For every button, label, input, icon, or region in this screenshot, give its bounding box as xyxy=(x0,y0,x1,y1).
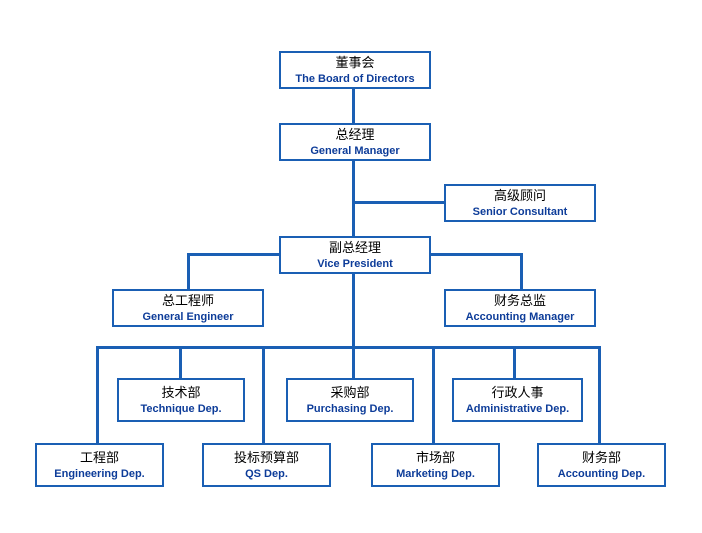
node-vice-president-en: Vice President xyxy=(317,257,393,270)
node-board: 董事会 The Board of Directors xyxy=(279,51,431,89)
connector-board-gm xyxy=(352,88,355,124)
node-marketing: 市场部 Marketing Dep. xyxy=(371,443,500,487)
node-marketing-en: Marketing Dep. xyxy=(396,467,475,480)
node-engineering: 工程部 Engineering Dep. xyxy=(35,443,164,487)
node-technique-zh: 技术部 xyxy=(161,385,201,401)
node-senior-consultant-en: Senior Consultant xyxy=(472,205,568,218)
connector-general-engineer xyxy=(187,253,190,290)
node-administrative: 行政人事 Administrative Dep. xyxy=(452,378,583,422)
node-accounting-manager-en: Accounting Manager xyxy=(465,310,575,323)
node-general-engineer: 总工程师 General Engineer xyxy=(112,289,264,327)
connector-vp-departments xyxy=(352,273,355,379)
node-technique: 技术部 Technique Dep. xyxy=(117,378,245,422)
node-engineering-zh: 工程部 xyxy=(79,450,119,466)
connector-marketing xyxy=(432,346,435,444)
connector-technique xyxy=(179,346,182,379)
connector-departments-bus xyxy=(96,346,601,349)
node-vice-president: 副总经理 Vice President xyxy=(279,236,431,274)
node-vice-president-zh: 副总经理 xyxy=(328,240,381,256)
node-administrative-en: Administrative Dep. xyxy=(465,402,570,415)
node-accounting: 财务部 Accounting Dep. xyxy=(537,443,666,487)
node-marketing-zh: 市场部 xyxy=(415,450,455,466)
connector-administrative xyxy=(513,346,516,379)
node-qs-zh: 投标预算部 xyxy=(233,450,299,466)
node-general-engineer-zh: 总工程师 xyxy=(161,293,214,309)
connector-qs xyxy=(262,346,265,444)
node-accounting-zh: 财务部 xyxy=(581,450,621,466)
node-general-manager-en: General Manager xyxy=(310,144,400,157)
node-purchasing: 采购部 Purchasing Dep. xyxy=(286,378,414,422)
node-qs-en: QS Dep. xyxy=(245,467,288,480)
connector-gm-vp xyxy=(352,159,355,237)
connector-accounting-manager xyxy=(520,253,523,290)
connector-consultant xyxy=(352,201,445,204)
node-general-manager: 总经理 General Manager xyxy=(279,123,431,161)
node-general-engineer-en: General Engineer xyxy=(142,310,234,323)
connector-accounting xyxy=(598,346,601,444)
node-board-zh: 董事会 xyxy=(335,55,375,71)
node-general-manager-zh: 总经理 xyxy=(335,127,375,143)
node-board-en: The Board of Directors xyxy=(295,72,415,85)
node-engineering-en: Engineering Dep. xyxy=(54,467,145,480)
node-accounting-manager: 财务总监 Accounting Manager xyxy=(444,289,596,327)
node-technique-en: Technique Dep. xyxy=(140,402,222,415)
connector-engineering xyxy=(96,346,99,444)
node-senior-consultant: 高级顾问 Senior Consultant xyxy=(444,184,596,222)
node-accounting-en: Accounting Dep. xyxy=(557,467,646,480)
node-qs: 投标预算部 QS Dep. xyxy=(202,443,331,487)
node-administrative-zh: 行政人事 xyxy=(491,385,544,401)
node-senior-consultant-zh: 高级顾问 xyxy=(493,188,546,204)
node-accounting-manager-zh: 财务总监 xyxy=(493,293,546,309)
node-purchasing-zh: 采购部 xyxy=(330,385,370,401)
node-purchasing-en: Purchasing Dep. xyxy=(306,402,394,415)
